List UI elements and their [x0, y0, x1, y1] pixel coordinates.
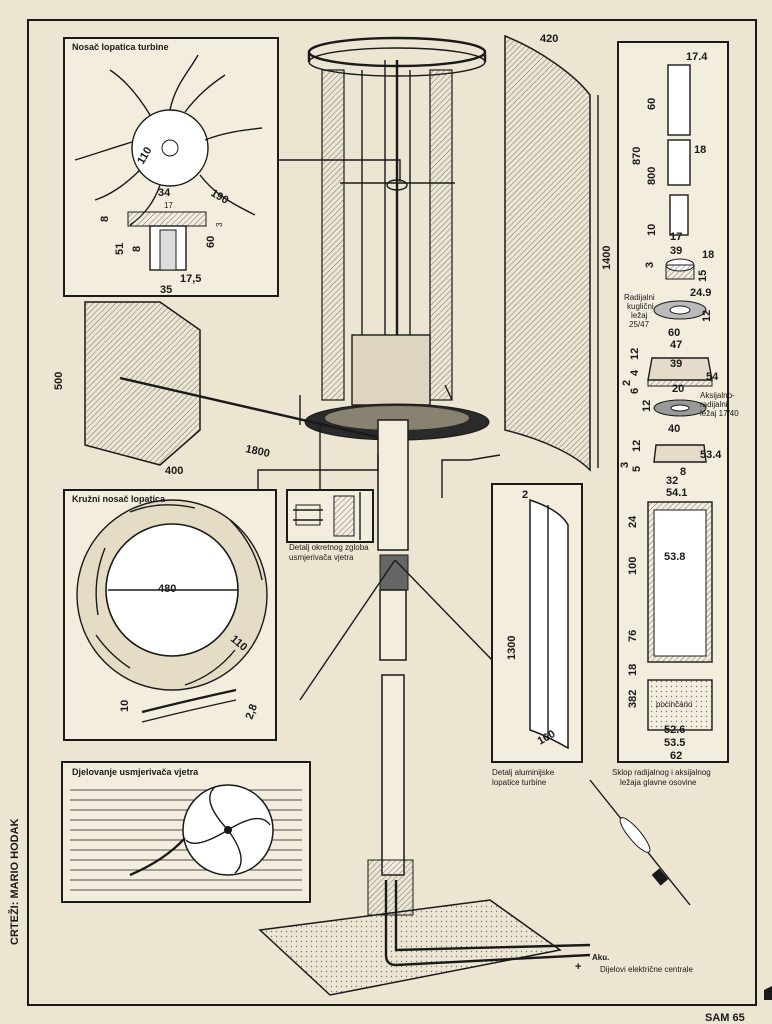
battery-label: Aku. [592, 953, 609, 962]
dim-hub-60: 60 [205, 236, 217, 248]
dim-b-39b: 39 [670, 358, 682, 370]
dim-hub-51: 51 [114, 243, 126, 255]
dim-b-100: 100 [627, 557, 639, 575]
pivot-detail-box [286, 489, 374, 543]
dim-b-8: 8 [680, 466, 686, 478]
dim-hub-8a: 8 [99, 216, 111, 222]
ring-title: Kružni nosač lopatica [72, 494, 166, 504]
large-blade [504, 34, 591, 472]
dim-ring-10: 10 [119, 700, 131, 712]
dim-b-76: 76 [627, 630, 639, 642]
dim-b-60: 60 [646, 98, 658, 110]
dim-b-5: 5 [631, 466, 643, 472]
radial-label-3: ležaj [631, 311, 648, 320]
dim-b-12c: 12 [641, 400, 653, 412]
page-number: SAM 65 [705, 1012, 745, 1024]
dim-hub-17-5: 17,5 [180, 273, 201, 285]
axial-label-3: ležaj 17/40 [700, 409, 739, 418]
dim-500: 500 [53, 372, 65, 390]
dim-hub-8b: 8 [131, 246, 143, 252]
dim-b-20: 20 [672, 383, 684, 395]
dim-b-382: 382 [627, 690, 639, 708]
galvanized-label: pocinčano [656, 700, 693, 709]
dim-b-32: 32 [666, 475, 678, 487]
dim-b-3: 3 [644, 262, 656, 268]
dim-1400: 1400 [601, 246, 613, 270]
dim-b-53-8: 53.8 [664, 551, 685, 563]
ring-detail-box [63, 489, 277, 741]
dim-b-12: 12 [701, 310, 713, 322]
dim-b-54: 54 [706, 371, 719, 383]
author-credit: CRTEŽI: MARIO HODAK [8, 818, 21, 945]
dim-b-39: 39 [670, 245, 682, 257]
turbine-cage [299, 36, 490, 441]
power-parts-label: Dijelovi električne centrale [600, 965, 693, 974]
dim-b-40: 40 [668, 423, 680, 435]
dim-b-24: 24 [627, 515, 639, 528]
dim-hub-34: 34 [158, 187, 171, 199]
dim-b-60b: 60 [668, 327, 680, 339]
dim-ring-480: 480 [158, 583, 176, 595]
dim-b-17: 17 [670, 231, 682, 243]
radial-label-1: Radijalni [624, 293, 655, 302]
vane-action-title: Djelovanje usmjerivača vjetra [72, 767, 199, 777]
bearing-title-2: ležaja glavne osovine [620, 778, 697, 787]
axial-label-1: Aksijalno- [700, 391, 735, 400]
dim-b-12b: 12 [629, 348, 641, 360]
dim-hub-35: 35 [160, 284, 172, 296]
dim-b-2: 2 [621, 380, 633, 386]
dim-b-15: 15 [697, 270, 709, 282]
plus-sign: + [575, 961, 581, 973]
dim-b-62: 62 [670, 750, 682, 762]
main-mast [258, 419, 591, 996]
radial-label-4: 25/47 [629, 320, 650, 329]
bearing-assembly-box [617, 41, 729, 763]
axial-label-2: radijalni [700, 400, 728, 409]
dim-b-870: 870 [631, 147, 643, 165]
radial-label-2: kuglični [627, 302, 654, 311]
dim-blade-1300: 1300 [506, 636, 518, 660]
dim-blade-2: 2 [522, 489, 528, 501]
fuse-cable [589, 779, 691, 906]
dim-b-18c: 18 [627, 664, 639, 676]
dim-b-4: 4 [629, 369, 641, 376]
hub-detail-box [63, 37, 279, 297]
dim-b-6: 6 [629, 388, 641, 394]
dim-b-18: 18 [694, 144, 706, 156]
pivot-title-1: Detalj okretnog zgloba [289, 543, 369, 552]
vane-action-box [61, 761, 311, 903]
dim-b-12d: 12 [631, 440, 643, 452]
dim-b-52-6: 52.6 [664, 724, 685, 736]
dim-b-24-9: 24.9 [690, 287, 711, 299]
dim-b-18b: 18 [702, 249, 714, 261]
dim-400: 400 [165, 465, 183, 477]
blade-detail-box [491, 483, 583, 763]
tail-vane [84, 301, 391, 466]
dim-1800: 1800 [244, 443, 270, 460]
dim-b-47: 47 [670, 339, 682, 351]
dim-b-10: 10 [646, 224, 658, 236]
dim-b-54-1: 54.1 [666, 487, 687, 499]
blade-title-2: lopatice turbine [492, 778, 547, 787]
dim-b-17-4: 17.4 [686, 51, 708, 63]
pivot-title-2: usmjerivača vjetra [289, 553, 354, 562]
dim-420: 420 [540, 33, 558, 45]
hub-title: Nosač lopatica turbine [72, 42, 169, 52]
dim-b-800: 800 [646, 167, 658, 185]
dim-hub-17: 17 [164, 201, 173, 210]
outer-frame [27, 19, 757, 1006]
dim-b-3b: 3 [619, 462, 631, 468]
dim-b-53-4: 53.4 [700, 449, 722, 461]
bearing-title-1: Sklop radijalnog i aksijalnog [612, 768, 711, 777]
dim-b-53-5: 53.5 [664, 737, 685, 749]
dim-hub-3: 3 [215, 222, 224, 227]
dim-ring-2-8: 2,8 [244, 703, 261, 721]
blade-title-1: Detalj aluminijske [492, 768, 555, 777]
